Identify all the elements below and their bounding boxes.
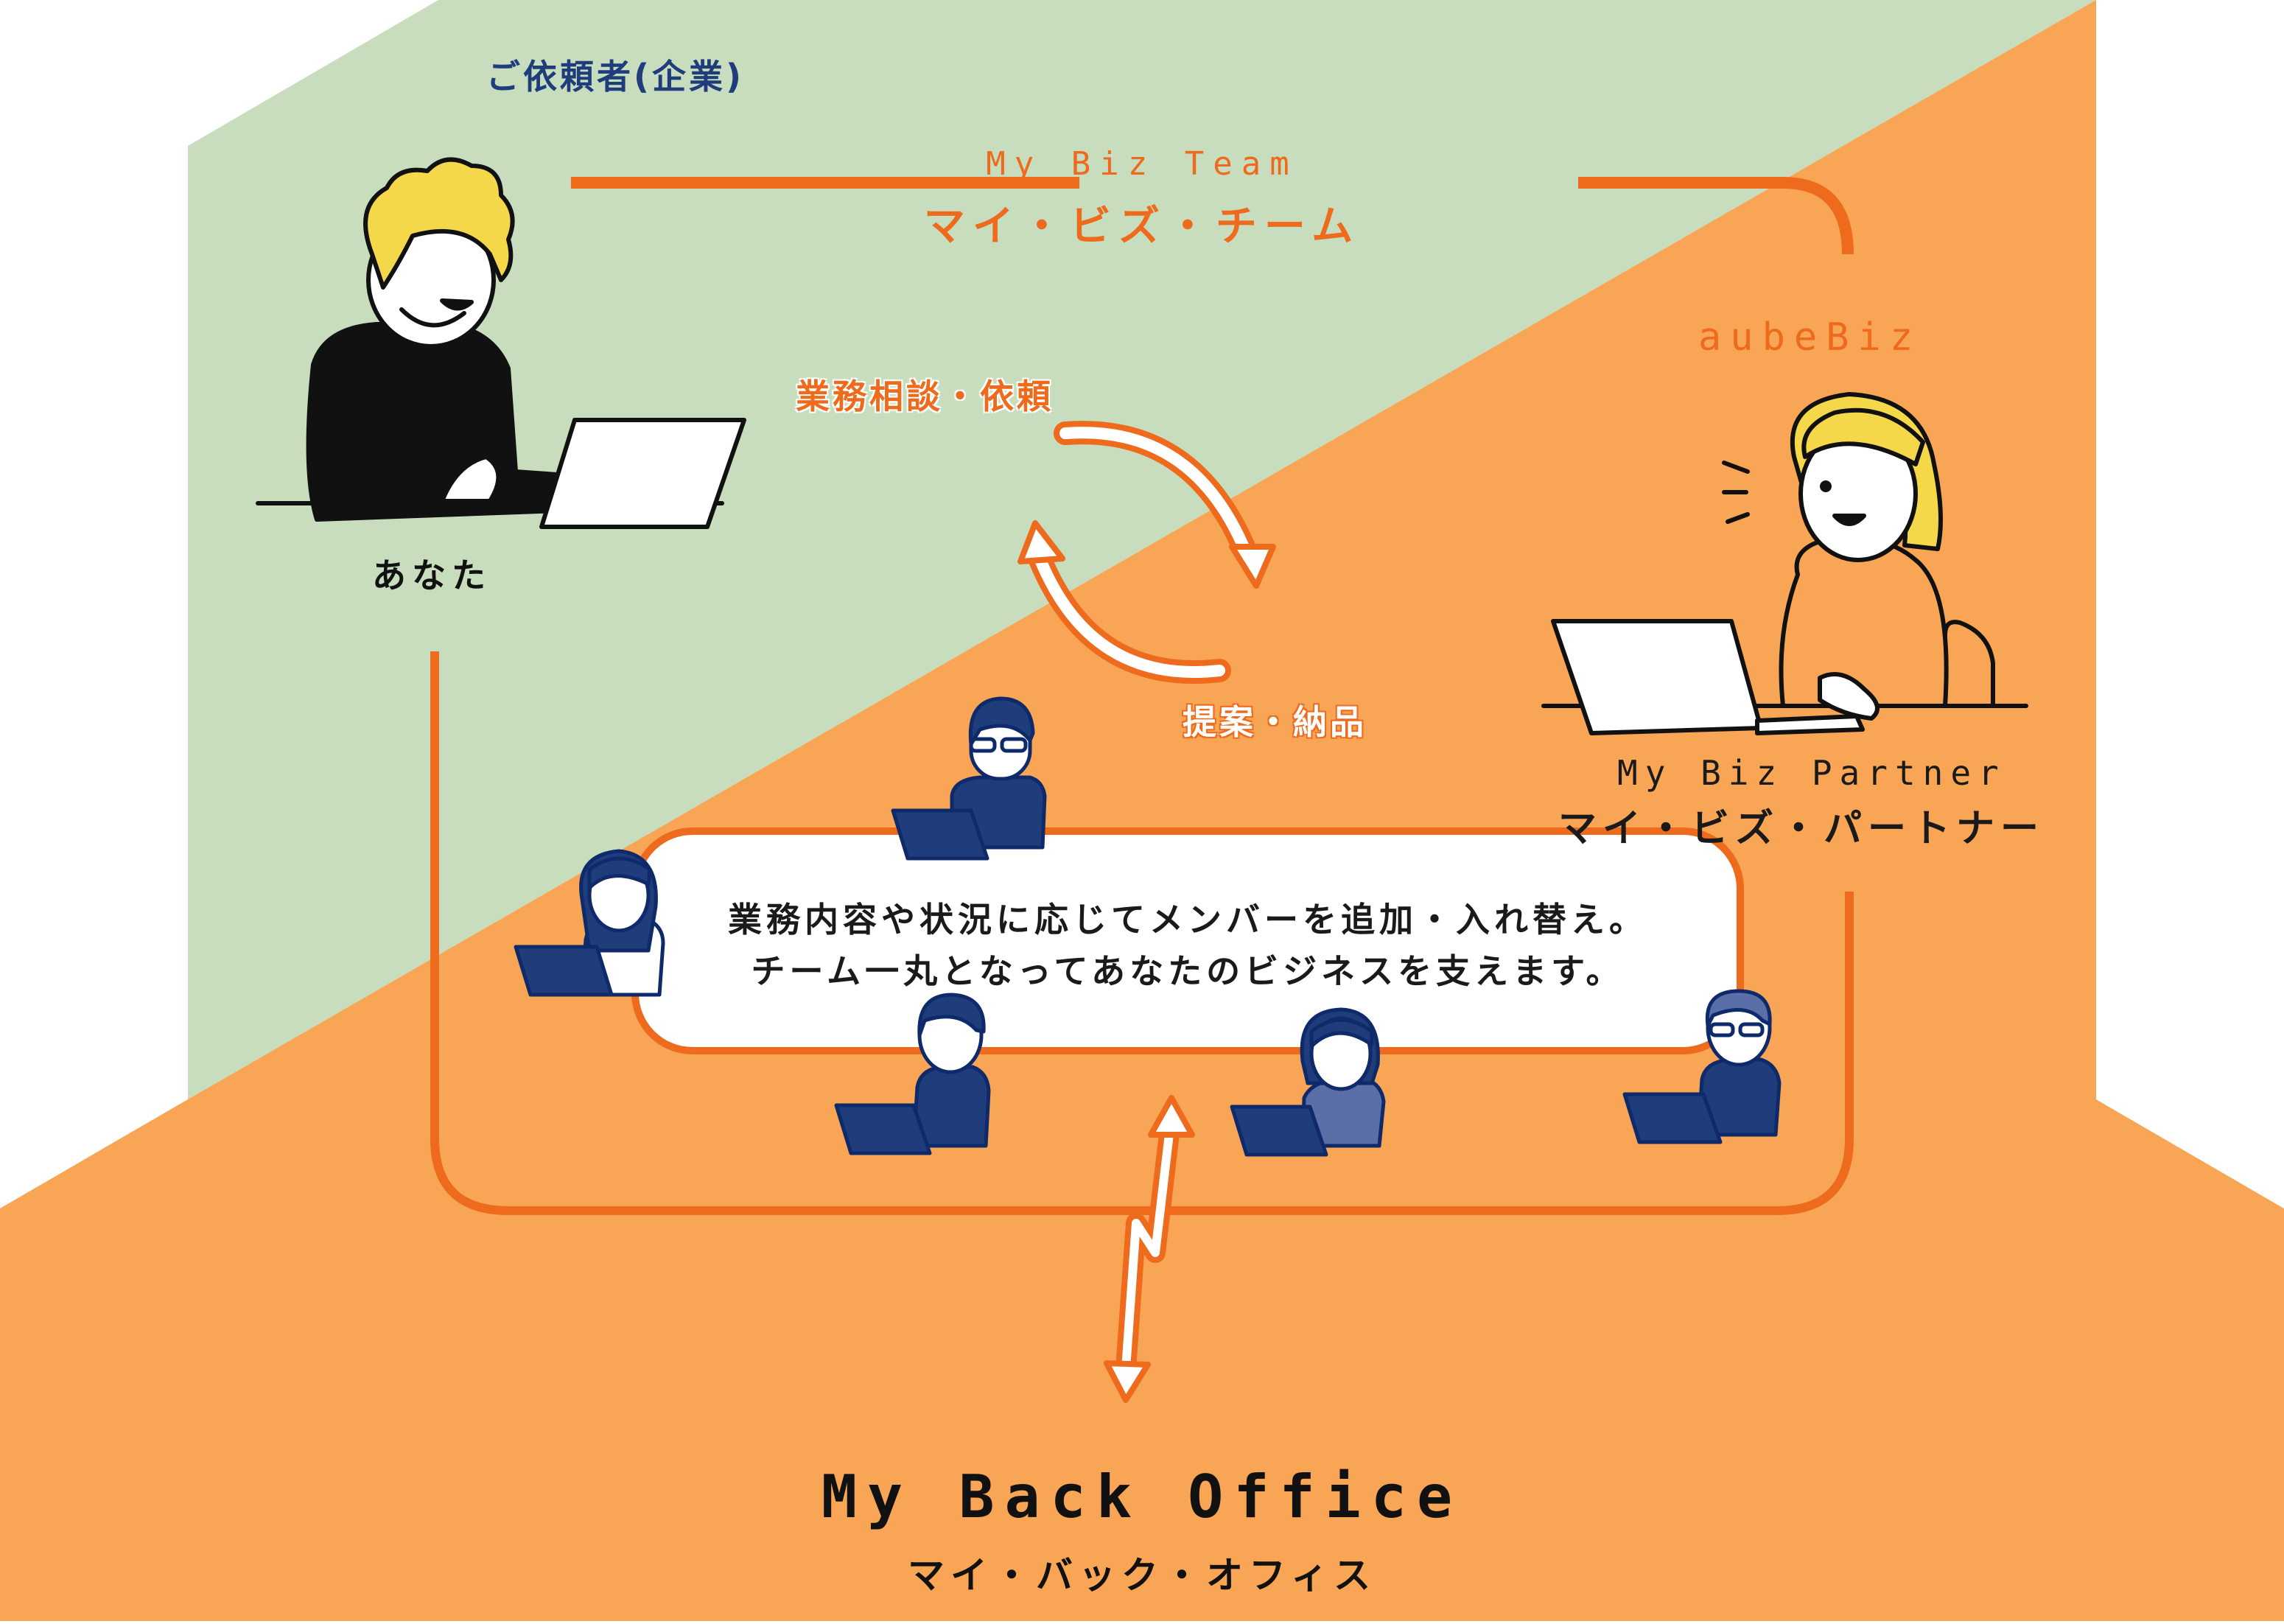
team-member-2 [514, 849, 665, 997]
team-member-4 [1230, 1007, 1386, 1157]
partner-illustration [1541, 392, 2028, 735]
client-person-illustration [256, 157, 746, 529]
team-name-ja: マイ・ビズ・チーム [923, 203, 1361, 251]
request-flow-label: 業務相談・依頼 [796, 377, 1054, 416]
back-office-name-ja: マイ・バック・オフィス [908, 1554, 1376, 1597]
team-name-en: My Biz Team [986, 145, 1298, 183]
client-label: ご依頼者(企業) [486, 57, 745, 97]
request-arrow [1054, 421, 1276, 589]
team-member-5 [1622, 989, 1782, 1144]
partner-name-en: My Biz Partner [1617, 753, 2006, 793]
team-member-1 [891, 696, 1047, 861]
message-line-1: 業務内容や状況に応じてメンバーを追加・入れ替え。 [728, 900, 1647, 939]
you-label: あなた [372, 556, 491, 595]
back-office-bracket [430, 651, 1854, 1215]
message-line-2: チーム一丸となってあなたのビジネスを支えます。 [751, 951, 1625, 991]
provider-label: aubeBiz [1698, 315, 1922, 360]
team-member-3 [834, 993, 991, 1155]
partner-name-ja: マイ・ビズ・パートナー [1558, 807, 2045, 851]
deliver-flow-label: 提案・納品 [1183, 702, 1367, 742]
team-bracket-right [1578, 177, 1854, 255]
deliver-arrow [1017, 520, 1231, 685]
back-office-name-en: My Back Office [821, 1463, 1463, 1531]
back-office-arrow [1104, 1095, 1195, 1403]
white-notch [2096, 1099, 2284, 1208]
